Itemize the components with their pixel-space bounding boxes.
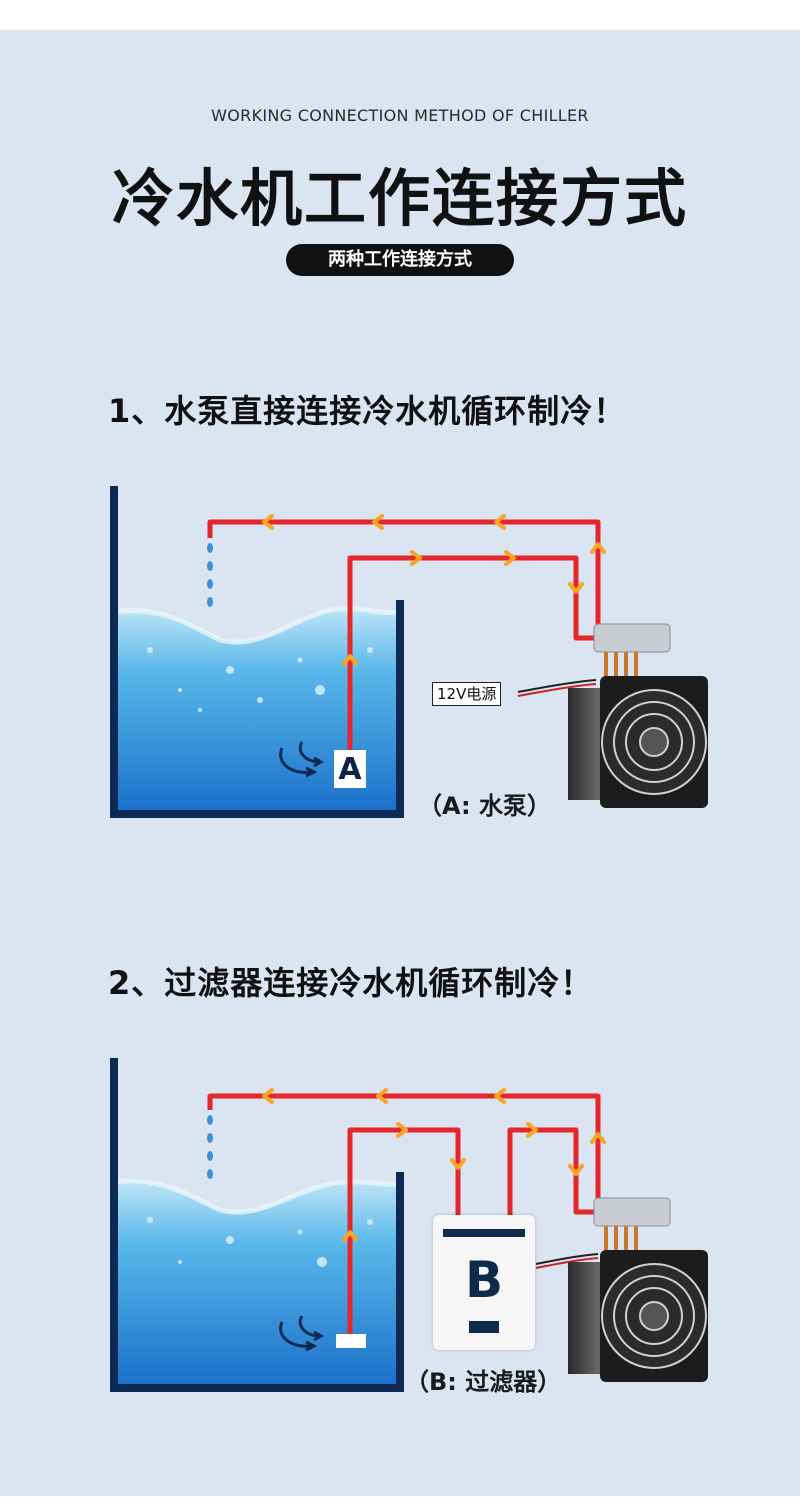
- subtitle-english: WORKING CONNECTION METHOD OF CHILLER: [211, 106, 589, 125]
- flow-arrows: [262, 514, 606, 666]
- bottom-strip: [0, 1496, 800, 1502]
- caption-filter: （B: 过滤器）: [405, 1368, 562, 1396]
- flow-arrows: [262, 1088, 606, 1242]
- water-bubbles: [147, 647, 373, 712]
- filter-bottom-bar: [469, 1321, 499, 1333]
- power-wire: [517, 679, 597, 693]
- top-strip: [0, 0, 800, 30]
- chiller-unit: [568, 623, 708, 808]
- diagram-pump-connection: [110, 486, 708, 818]
- subtitle-pill: 两种工作连接方式: [286, 244, 514, 276]
- water-surface: [113, 606, 401, 645]
- diagram-filter-connection: [110, 1058, 708, 1392]
- pump-letter: A: [334, 750, 366, 788]
- section-1-heading: 1、水泵直接连接冷水机循环制冷！: [108, 392, 627, 430]
- filter-letter: B: [464, 1251, 504, 1309]
- tank-wall: [110, 486, 404, 818]
- pipes: [207, 519, 601, 750]
- water-drips: [207, 543, 213, 607]
- water-surface: [113, 1178, 401, 1215]
- water-drips: [207, 1115, 213, 1179]
- swirl-arrows: [279, 741, 325, 778]
- chiller-unit: [568, 1197, 708, 1382]
- power-wire: [535, 1253, 599, 1265]
- swirl-arrows: [279, 1315, 325, 1352]
- filter-box: B: [433, 1215, 535, 1350]
- page-title: 冷水机工作连接方式: [111, 162, 688, 235]
- voltage-label: 12V电源: [432, 682, 502, 706]
- water-body: [114, 608, 400, 814]
- section-2-heading: 2、过滤器连接冷水机循环制冷！: [108, 964, 594, 1002]
- water-body: [114, 1180, 400, 1388]
- intake-block: [336, 1334, 366, 1348]
- filter-top-bar: [443, 1229, 525, 1237]
- tank-wall: [110, 1058, 404, 1392]
- caption-pump: （A: 水泵）: [418, 792, 551, 820]
- water-bubbles: [147, 1217, 373, 1267]
